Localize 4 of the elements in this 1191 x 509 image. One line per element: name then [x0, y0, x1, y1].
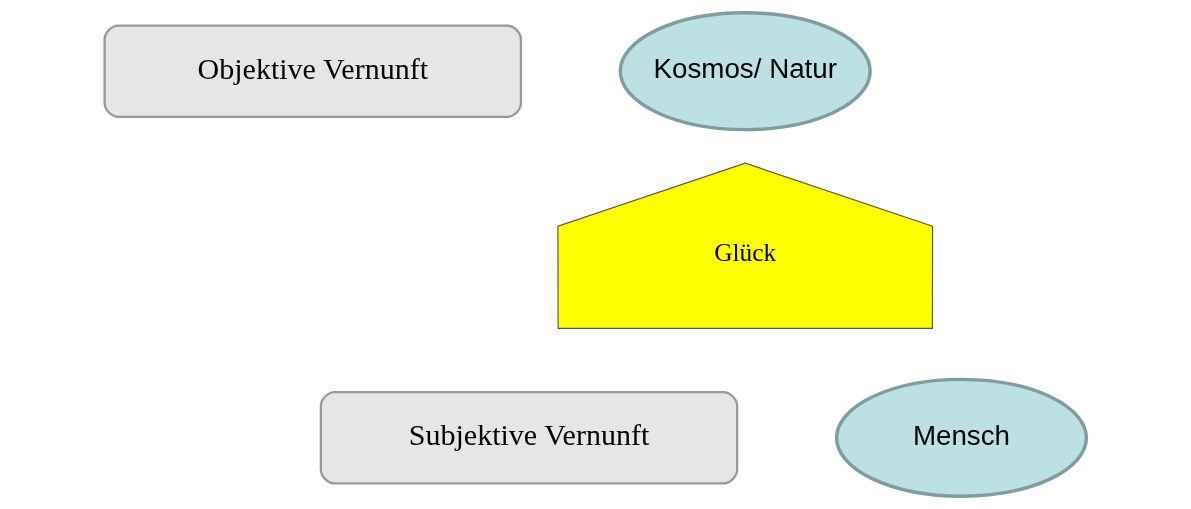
node-ellipse: Mensch	[834, 377, 1089, 498]
node-box: Subjektive Vernunft	[319, 390, 739, 485]
node-box: Objektive Vernunft	[103, 24, 523, 119]
node-ellipse: Kosmos/ Natur	[618, 11, 872, 132]
